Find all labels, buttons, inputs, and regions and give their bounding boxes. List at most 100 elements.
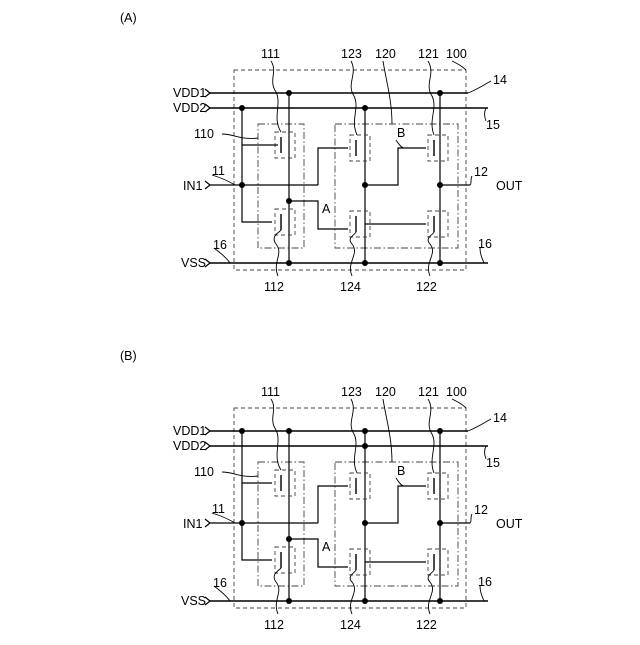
leader-112 xyxy=(274,568,281,614)
ref-112: 112 xyxy=(264,618,284,632)
panel-a-label: (A) xyxy=(120,11,137,25)
wire-in1-to-123-gate xyxy=(318,486,348,523)
ref-123: 123 xyxy=(341,385,362,399)
ref-111: 111 xyxy=(261,385,280,399)
transistor-121 xyxy=(428,135,448,161)
ref-121: 121 xyxy=(418,385,439,399)
node-b-label: B xyxy=(397,464,405,478)
ref-120: 120 xyxy=(375,385,396,399)
wire-vdd1-to-112-gate xyxy=(242,431,272,560)
transistor-122 xyxy=(428,211,448,237)
junction-dot xyxy=(286,260,292,266)
junction-dot xyxy=(437,260,443,266)
ref-15: 15 xyxy=(486,118,500,132)
leader-12 xyxy=(470,514,472,523)
out-label: OUT xyxy=(496,179,523,193)
ref-120: 120 xyxy=(375,47,396,61)
transistor-122 xyxy=(428,549,448,575)
vss-label: VSS xyxy=(181,256,206,270)
ref-111: 111 xyxy=(261,47,280,61)
vdd2-label: VDD2 xyxy=(173,439,206,453)
transistor-123 xyxy=(350,135,370,161)
junction-dot xyxy=(239,520,245,526)
ref-11: 11 xyxy=(212,164,225,178)
panel-b-label: (B) xyxy=(120,349,137,363)
ref-15: 15 xyxy=(486,456,500,470)
junction-dot xyxy=(286,90,292,96)
junction-dot xyxy=(286,598,292,604)
ref-16-right: 16 xyxy=(478,575,492,589)
junction-dot xyxy=(239,105,245,111)
junction-dot xyxy=(437,598,443,604)
transistor-112 xyxy=(275,209,295,235)
vdd1-label: VDD1 xyxy=(173,424,206,438)
leader-122 xyxy=(428,232,434,276)
junction-dot xyxy=(362,260,368,266)
junction-dot xyxy=(239,428,245,434)
junction-dot xyxy=(239,182,245,188)
leader-12 xyxy=(470,176,472,185)
ref-121: 121 xyxy=(418,47,439,61)
leader-100 xyxy=(452,61,466,70)
transistor-111 xyxy=(275,470,295,496)
ref-12: 12 xyxy=(474,165,488,179)
in1-terminal-icon xyxy=(205,519,210,527)
vdd2-label: VDD2 xyxy=(173,101,206,115)
vss-label: VSS xyxy=(181,594,206,608)
ref-124: 124 xyxy=(340,280,361,294)
junction-dot xyxy=(437,90,443,96)
leader-14 xyxy=(468,419,491,431)
junction-dot xyxy=(362,182,368,188)
vdd1-label: VDD1 xyxy=(173,86,206,100)
in1-terminal-icon xyxy=(205,181,210,189)
junction-dot xyxy=(437,428,443,434)
leader-110 xyxy=(222,472,258,476)
ref-124: 124 xyxy=(340,618,361,632)
wire-in1-to-123-gate xyxy=(318,148,348,185)
ref-122: 122 xyxy=(416,280,437,294)
ref-16-left: 16 xyxy=(213,576,227,590)
ref-16-right: 16 xyxy=(478,237,492,251)
in1-label: IN1 xyxy=(183,517,203,531)
junction-dot xyxy=(437,520,443,526)
node-a-label: A xyxy=(322,202,331,216)
node-b-label: B xyxy=(397,126,405,140)
ref-112: 112 xyxy=(264,280,284,294)
wire-node-a xyxy=(289,539,348,567)
junction-dot xyxy=(362,520,368,526)
leader-110 xyxy=(222,134,258,138)
ref-14: 14 xyxy=(493,411,507,425)
leader-111 xyxy=(271,399,281,470)
junction-dot xyxy=(362,443,368,449)
ref-12: 12 xyxy=(474,503,488,517)
leader-111 xyxy=(271,61,281,132)
wire-node-b xyxy=(365,486,426,523)
transistor-123 xyxy=(350,473,370,499)
ref-100: 100 xyxy=(446,385,467,399)
ref-123: 123 xyxy=(341,47,362,61)
junction-dot xyxy=(286,198,292,204)
leader-100 xyxy=(452,399,466,408)
junction-dot xyxy=(437,182,443,188)
leader-b xyxy=(396,478,404,486)
transistor-121 xyxy=(428,473,448,499)
leader-122 xyxy=(428,570,434,614)
ref-14: 14 xyxy=(493,73,507,87)
ref-110: 110 xyxy=(194,465,214,479)
wire-node-b xyxy=(365,148,426,185)
junction-dot xyxy=(286,536,292,542)
panel-b: (B) xyxy=(120,349,523,632)
node-a-label: A xyxy=(322,540,331,554)
wire-vdd2-to-112-gate xyxy=(242,108,272,222)
ref-100: 100 xyxy=(446,47,467,61)
junction-dot xyxy=(286,428,292,434)
ref-11: 11 xyxy=(212,502,225,516)
out-label: OUT xyxy=(496,517,523,531)
junction-dot xyxy=(362,428,368,434)
transistor-111 xyxy=(272,132,295,158)
leader-112 xyxy=(274,230,281,276)
leader-b xyxy=(396,140,404,148)
leader-124 xyxy=(350,570,356,614)
